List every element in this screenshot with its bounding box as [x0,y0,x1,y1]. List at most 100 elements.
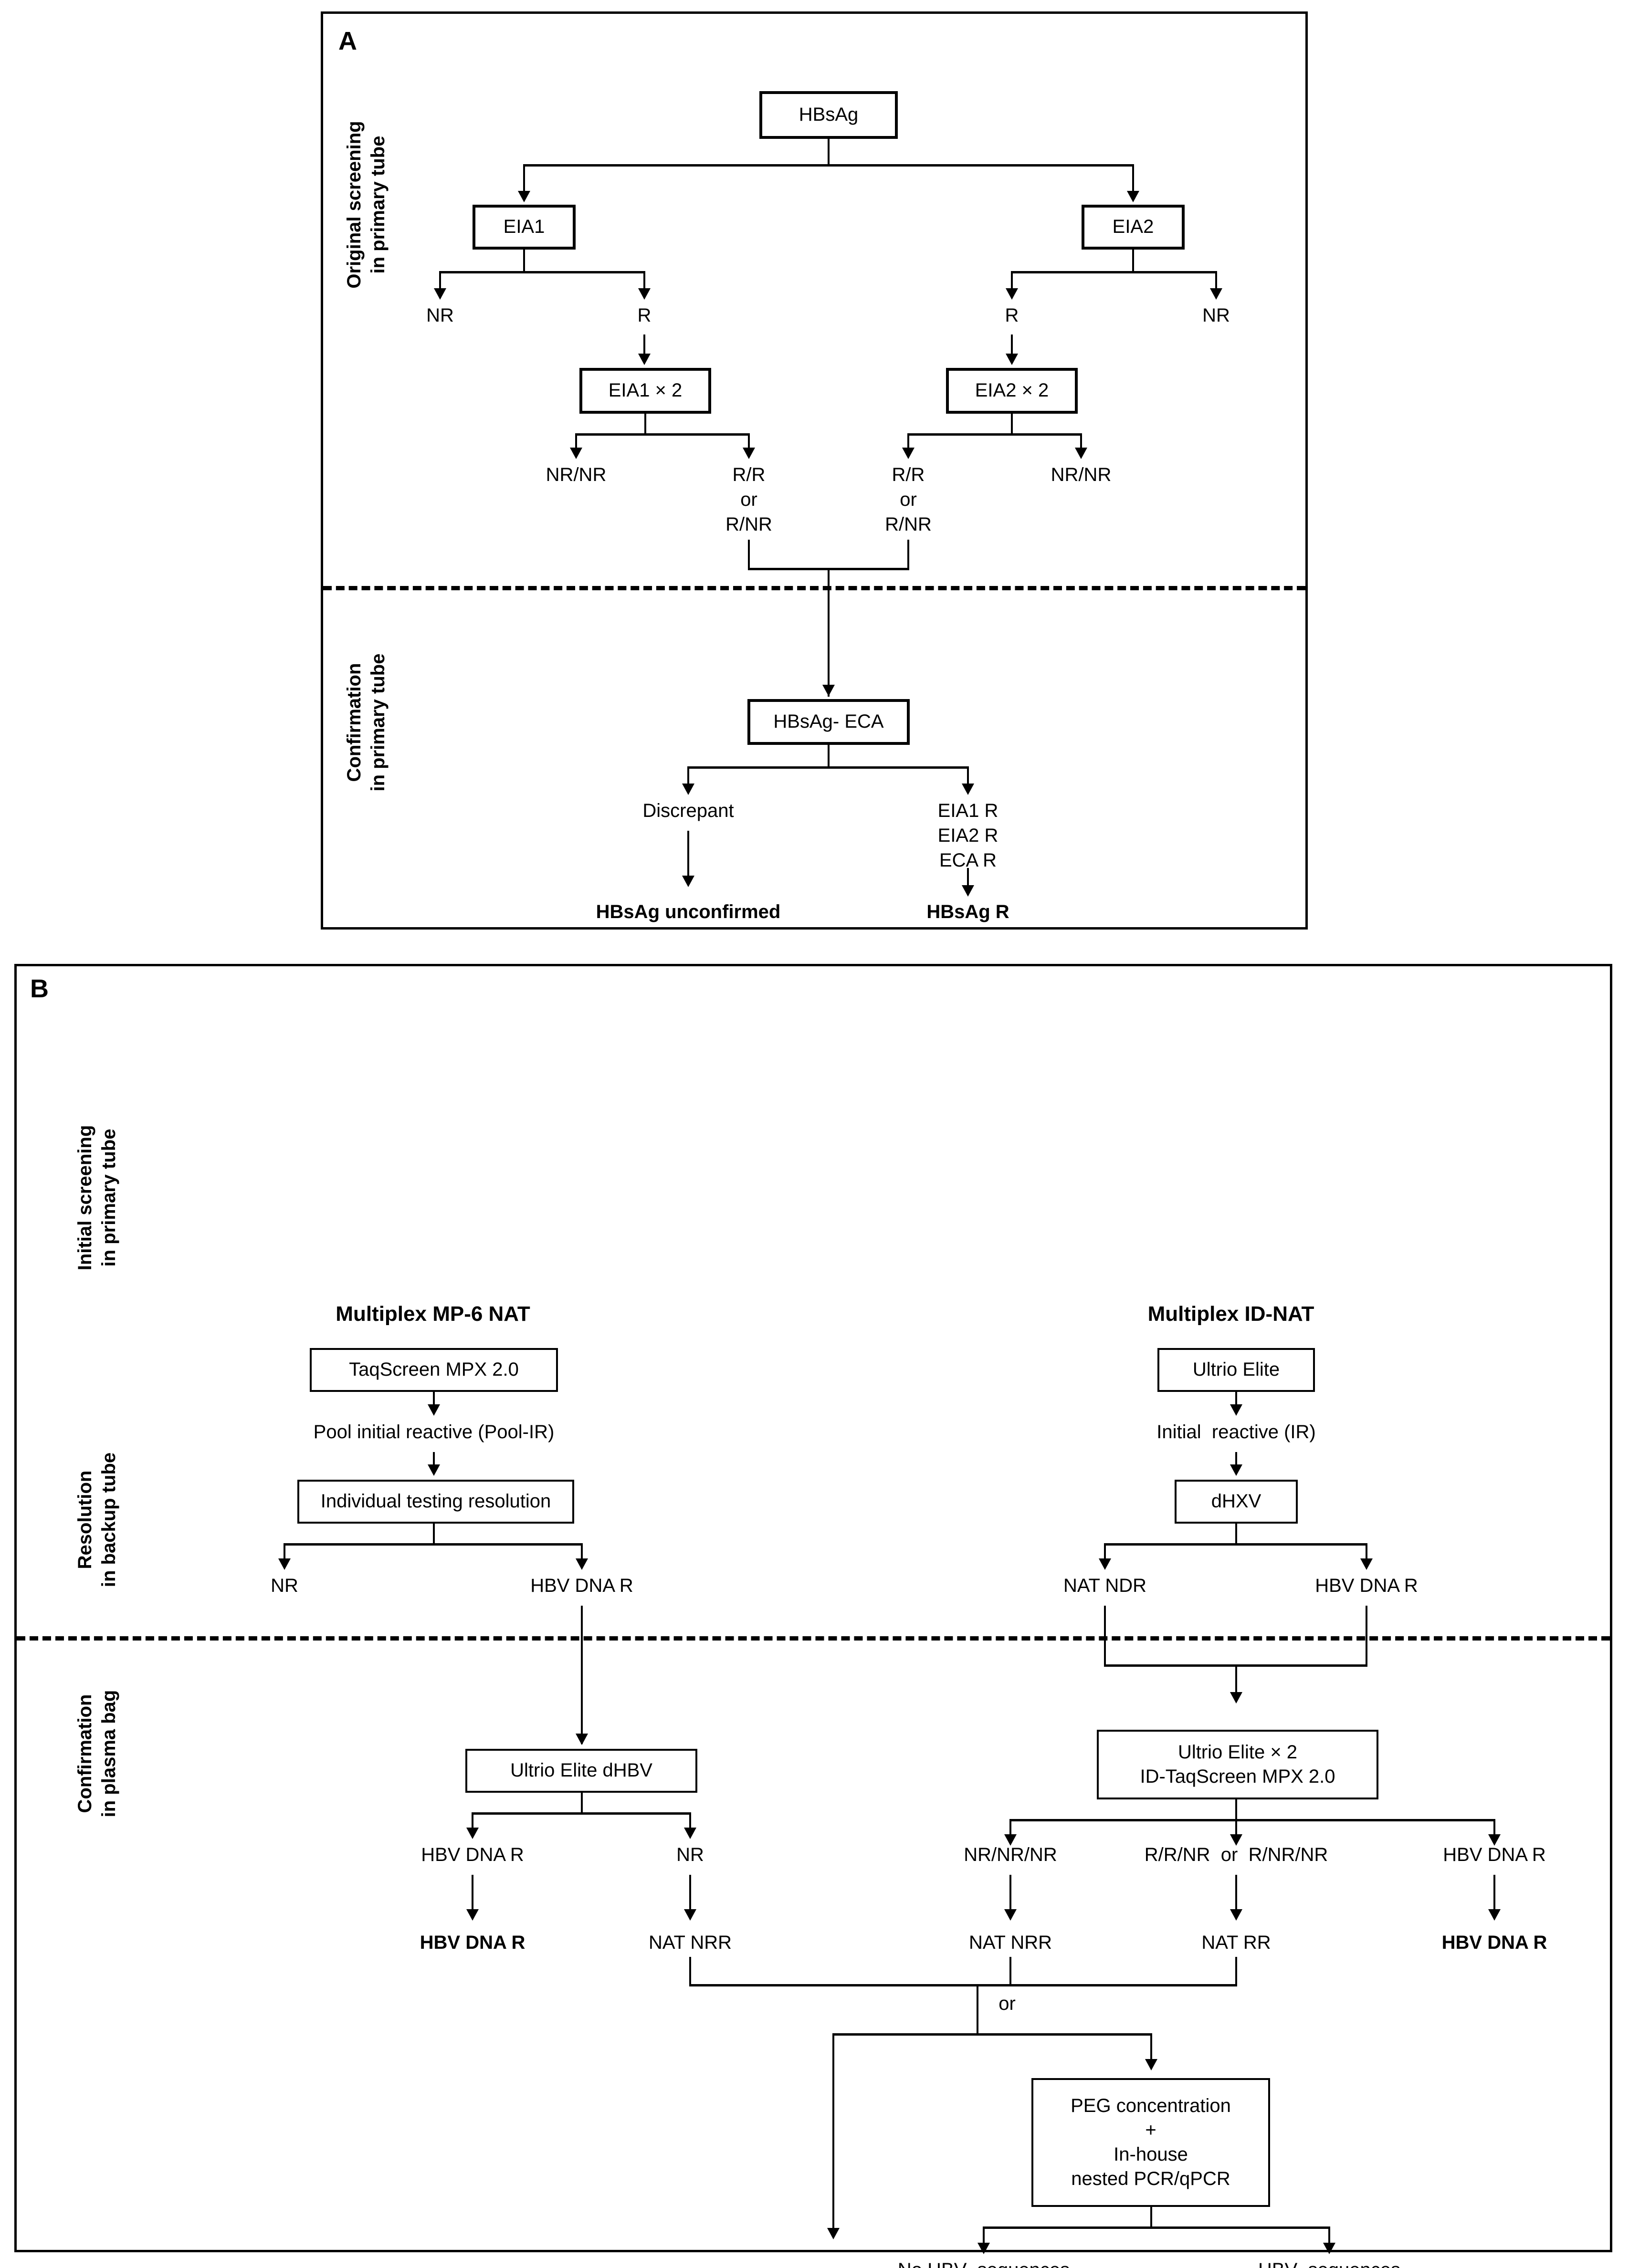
label-or-connector: or [998,1993,1016,2014]
arrow-ultriodhbv-hbvdnar [466,1828,479,1839]
edge-peg-left [983,2226,985,2248]
edge-eca-split [687,766,969,769]
outcome-hbsag-unconfirmed: HBsAg unconfirmed [596,901,781,922]
label-dhbv-nr: NR [676,1844,704,1865]
edge-eia1x2-stem [644,414,646,435]
arrow-ultriox2-nrnrnr [1004,1834,1017,1846]
panel-a-section-divider [323,586,1305,590]
arrow-reactive-final [962,885,974,897]
label-eia1-rr-or-rnr: R/R or R/NR [725,464,772,535]
edge-eia1-left [439,271,441,294]
edge-right-merge-stem [1235,1664,1237,1701]
node-eia1-x2: EIA1 × 2 [579,368,711,414]
arrow-initialir-down [1230,1464,1242,1476]
outcome-left-hbv-dna-r: HBV DNA R [420,1932,525,1953]
edge-eca-stem [828,745,830,768]
edge-peg-right [1328,2226,1330,2248]
panel-a: A Original screening in primary tube Con… [321,11,1308,930]
panel-b-side-label-initial: Initial screening in primary tube [74,1125,119,1271]
outcome-hbsag-reactive: HBsAg R [926,901,1009,922]
panel-b-side-label-confirmation: Confirmation in plasma bag [74,1690,119,1818]
edge-eia2x2-right [1080,433,1082,453]
column-title-idnat: Multiplex ID-NAT [1147,1302,1314,1326]
edge-reactive-final [967,868,969,895]
arrow-eia2x2-rr [902,448,914,459]
edge-or-left-long [832,2033,834,2237]
arrow-rrnr-final [1230,1909,1242,1921]
column-title-mp6: Multiplex MP-6 NAT [336,1302,530,1326]
arrow-right-merge-down [1230,1692,1242,1704]
outcome-right-hbv-dna-r: HBV DNA R [1441,1932,1547,1953]
label-nat-ndr: NAT NDR [1063,1575,1147,1596]
arrow-dhxv-natndr [1099,1558,1111,1570]
edge-eia2x2-left [907,433,909,453]
edge-eca-right [967,766,969,789]
arrow-dhbv-nr-final [684,1909,696,1921]
label-eia1-nrnr: NR/NR [546,464,607,485]
label-initial-reactive: Initial reactive (IR) [1156,1421,1316,1442]
node-ultrio-elite-dhbv: Ultrio Elite dHBV [465,1749,697,1793]
label-eia1-nr: NR [426,305,454,326]
label-eia2-rr-or-rnr: R/R or R/NR [885,464,932,535]
node-dhxv: dHXV [1175,1480,1298,1524]
panel-b: B Initial screening in primary tube Reso… [14,964,1612,2268]
edge-dhxv-split [1104,1543,1367,1546]
edge-r-to-eia2x2 [1011,334,1013,359]
label-left-hbv-dna-r: HBV DNA R [530,1575,633,1596]
outcome-mid-nat-nrr: NAT NRR [968,1932,1052,1953]
edge-ultriox2-mid [1235,1819,1237,1840]
arrow-to-eia2 [1127,191,1139,202]
edge-natnrr-left-drop [689,1957,691,1986]
edge-nrnrnr-final [1009,1875,1011,1917]
edge-initialir-stem [1235,1452,1237,1472]
edge-hbsag-split [523,164,1134,167]
edge-individual-right [581,1543,583,1564]
node-eia1: EIA1 [473,205,576,250]
edge-eca-left [687,766,689,789]
node-taqscreen-mpx: TaqScreen MPX 2.0 [310,1348,558,1392]
label-left-nr: NR [271,1575,298,1596]
arrow-eia2-nr [1210,288,1222,300]
edge-hbsag-stem [828,139,830,166]
edge-or-split-bar [832,2033,1152,2036]
node-individual-testing: Individual testing resolution [297,1480,574,1524]
node-hbsag-eca: HBsAg- ECA [747,699,910,745]
edge-discrepant-final [687,831,689,883]
panel-a-side-label-screening: Original screening in primary tube [344,121,389,289]
node-eia2: EIA2 [1082,205,1185,250]
edge-or-stem [977,1984,978,2035]
edge-poolir-stem [433,1452,435,1472]
edge-eia1-stem [523,250,525,272]
panel-a-letter: A [338,27,357,55]
edge-eia2-left [1011,271,1013,294]
edge-eia1-split [439,271,645,273]
edge-ultriodhbv-right [689,1812,691,1833]
label-x2-hbv-dna-r: HBV DNA R [1443,1844,1546,1865]
edge-ultrio-stem [1235,1392,1237,1412]
arrow-or-left-to-unconfirmed [827,2228,840,2239]
label-discrepant: Discrepant [642,800,734,821]
label-eia2-nr: NR [1202,305,1230,326]
edge-ultriodhbv-left [472,1812,473,1833]
edge-eia2x2-stem [1011,414,1013,435]
edge-dhbv-hbvdnar-final [472,1875,473,1917]
edge-r-to-eia1x2 [643,334,645,359]
outcome-mid-nat-rr: NAT RR [1201,1932,1271,1953]
edge-rrnr-final [1235,1875,1237,1917]
arrow-nrnrnr-final [1004,1909,1017,1921]
arrow-merge-to-eca [822,685,835,696]
label-r-r-nr-or-r-nr-nr: R/R/NR or R/NR/NR [1144,1844,1328,1865]
arrow-poolir-down [428,1464,440,1476]
outcome-left-nat-nrr: NAT NRR [648,1932,732,1953]
edge-to-eia2 [1132,164,1134,197]
edge-dhxv-stem [1235,1524,1237,1545]
edge-dhbv-nr-final [689,1875,691,1917]
arrow-r-to-eia1x2 [638,354,651,365]
arrow-eia1-nr [434,288,446,300]
arrow-ultriox2-rrnr [1230,1834,1242,1846]
label-dhbv-hbv-dna-r: HBV DNA R [421,1844,524,1865]
label-no-hbv-sequences: No HBV sequences [898,2258,1070,2268]
arrow-eia2x2-nrnr [1075,448,1087,459]
node-ultrio-elite-x2: Ultrio Elite × 2 ID-TaqScreen MPX 2.0 [1097,1730,1378,1799]
